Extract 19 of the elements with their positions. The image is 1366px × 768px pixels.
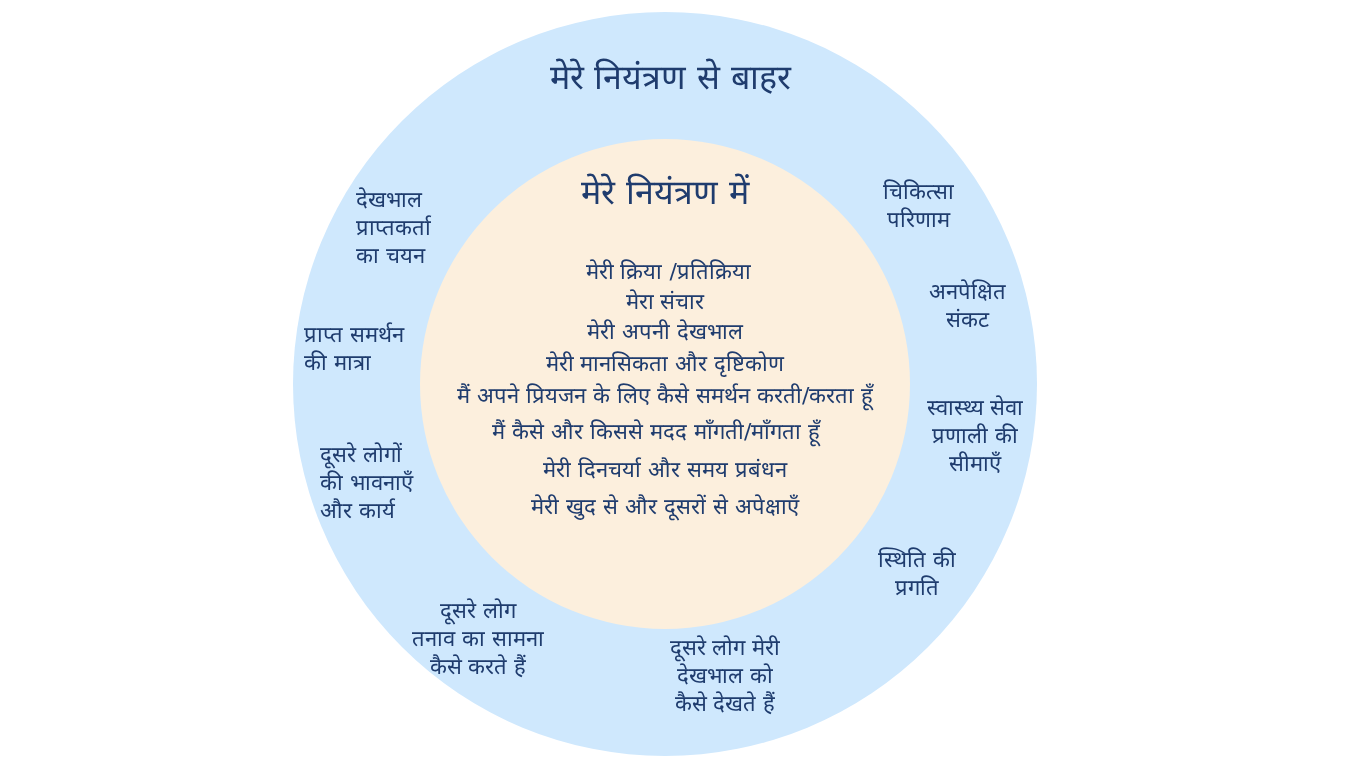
list-item: मेरी क्रिया /प्रतिक्रिया xyxy=(585,258,751,286)
list-item: मेरी मानसिकता और दृष्टिकोण xyxy=(545,350,785,378)
factor-text: देखभाल प्राप्तकर्ता का चयन xyxy=(356,186,431,270)
factor-text: चिकित्सा परिणाम xyxy=(882,178,954,234)
circle-heading: मेरे नियंत्रण में xyxy=(581,172,749,212)
list-item: मेरी अपनी देखभाल xyxy=(587,318,743,346)
factor-text: प्राप्त समर्थन की मात्रा xyxy=(304,321,404,377)
list-item: मेरा संचार xyxy=(625,288,705,316)
list-item: मैं अपने प्रियजन के लिए कैसे समर्थन करती/करता हूँ xyxy=(457,382,874,410)
list-item: मेरी खुद से और दूसरों से अपेक्षाएँ xyxy=(531,493,799,521)
circle-heading: मेरे नियंत्रण से बाहर xyxy=(549,57,791,97)
factor-text: दूसरे लोग तनाव का सामना कैसे करते हैं xyxy=(412,597,544,681)
list-item: मैं कैसे और किससे मदद माँगती/माँगता हूँ xyxy=(492,418,821,446)
factor-text: स्थिति की प्रगति xyxy=(878,546,956,602)
factor-text: दूसरे लोगों की भावनाएँ और कार्य xyxy=(320,441,413,525)
list-item: मेरी दिनचर्या और समय प्रबंधन xyxy=(543,456,787,484)
factor-text: दूसरे लोग मेरी देखभाल को कैसे देखते हैं xyxy=(669,634,781,718)
factor-text: अनपेक्षित संकट xyxy=(928,278,1006,334)
factor-text: स्वास्थ्य सेवा प्रणाली की सीमाएँ xyxy=(926,394,1024,478)
